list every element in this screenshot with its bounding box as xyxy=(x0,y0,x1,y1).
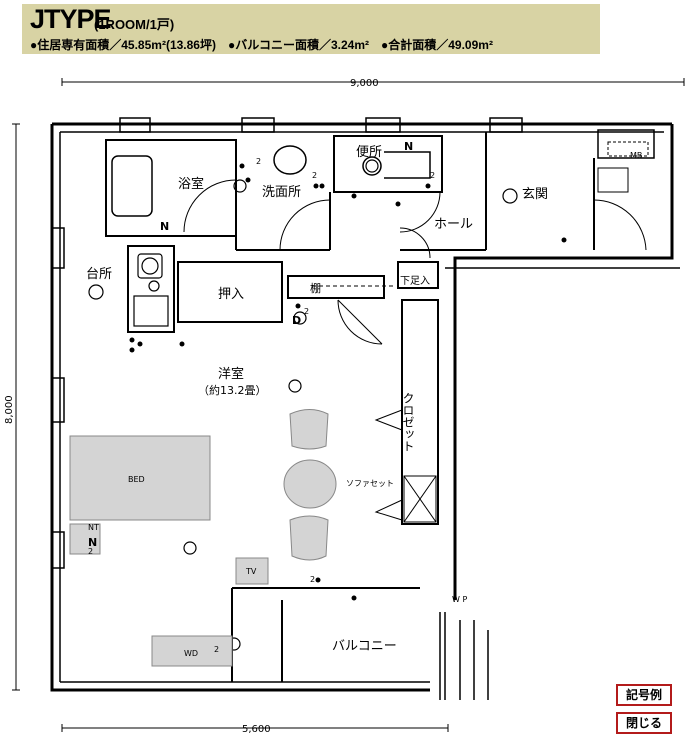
symbol-2-wd: 2 xyxy=(214,645,219,654)
symbol-2-nt: 2 xyxy=(88,547,93,556)
sofa-chair-top xyxy=(289,409,329,450)
dim-label-bottom: 5,600 xyxy=(242,724,271,735)
furniture xyxy=(69,409,337,667)
top-windows xyxy=(119,117,655,159)
dimension-bottom xyxy=(61,724,449,732)
balcony-rail xyxy=(100,612,489,700)
label-closet: クロゼット xyxy=(401,392,415,452)
symbol-n-room: N xyxy=(88,536,97,549)
type-subtitle: (1ROOM/1戸) xyxy=(94,17,175,32)
dimension-top xyxy=(61,78,685,86)
symbol-2-wash: 2 xyxy=(256,157,261,166)
sofa-chair-bottom xyxy=(289,515,329,561)
legend-button[interactable]: 記号例 xyxy=(616,684,672,706)
dim-label-top: 9,000 xyxy=(350,78,379,89)
tv-stand xyxy=(235,557,269,585)
label-nt: NT xyxy=(88,523,99,532)
ceiling-lights xyxy=(88,159,518,651)
bed xyxy=(69,435,211,521)
kitchen-equipment xyxy=(133,253,169,327)
sofa-table xyxy=(283,459,337,509)
wash-basin xyxy=(273,145,307,175)
label-sofa: ソファセット xyxy=(346,479,394,488)
dim-label-left: 8,000 xyxy=(4,395,15,424)
interior-walls xyxy=(105,132,595,682)
label-wp: W P xyxy=(452,595,467,604)
label-wd: WD xyxy=(184,649,198,658)
symbol-2-toilet: 2 xyxy=(430,171,435,180)
close-button[interactable]: 閉じる xyxy=(616,712,672,734)
symbol-d: D xyxy=(292,314,301,327)
label-hall: ホール xyxy=(434,217,473,232)
label-western-size: （約13.2畳） xyxy=(198,383,267,397)
label-oshiire: 押入 xyxy=(218,287,244,302)
toilet-bowl xyxy=(362,156,382,176)
label-bath: 浴室 xyxy=(178,176,204,192)
exterior-walls xyxy=(50,122,674,692)
symbol-2-tv: 2 xyxy=(310,575,315,584)
nt-panel xyxy=(69,523,101,555)
type-title: JTYPE xyxy=(30,4,112,34)
symbol-n-bath: N xyxy=(160,220,169,233)
symbol-2-wash-b: 2 xyxy=(312,171,317,180)
symbol-2-shelf: 2 xyxy=(304,307,309,316)
label-western: 洋室 xyxy=(218,366,244,382)
washer-dryer xyxy=(151,635,233,667)
plan-header: JTYPE (1ROOM/1戸) ●住居専有面積／45.85m²(13.86坪)… xyxy=(22,4,600,54)
door-swings xyxy=(183,179,647,521)
area-summary: ●住居専有面積／45.85m²(13.86坪) ●バルコニー面積／3.24m² … xyxy=(30,38,493,52)
label-kitchen: 台所 xyxy=(86,267,112,282)
label-mb: MB xyxy=(630,151,642,160)
label-tv: TV xyxy=(245,567,257,576)
label-washroom: 洗面所 xyxy=(262,185,301,200)
label-bed: BED xyxy=(128,475,145,484)
symbol-n-toilet: N xyxy=(404,140,413,153)
left-windows xyxy=(51,227,65,569)
label-toilet: 便所 xyxy=(356,145,382,160)
label-balcony: バルコニー xyxy=(332,639,397,654)
outlet-dots xyxy=(129,163,567,601)
dimension-left xyxy=(12,123,20,691)
bathtub xyxy=(111,155,153,217)
label-shoe-box: 下足入 xyxy=(400,275,430,287)
label-entrance: 玄関 xyxy=(522,187,548,202)
label-shelf: 棚 xyxy=(310,281,321,295)
